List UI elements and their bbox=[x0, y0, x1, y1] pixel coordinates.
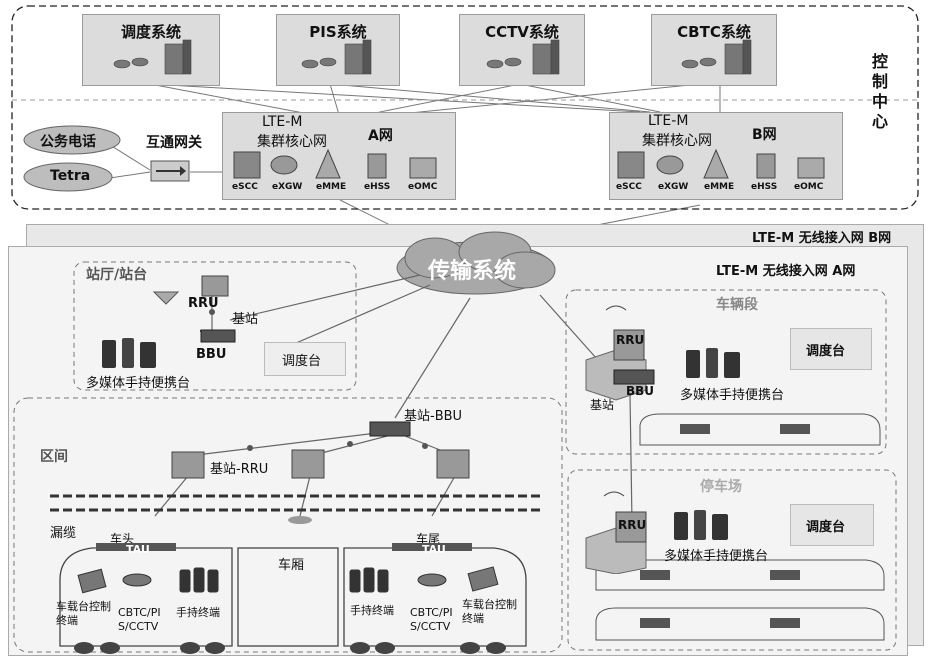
core-a-title-1: LTE-M bbox=[262, 114, 303, 130]
depot-title: 车辆段 bbox=[716, 297, 758, 313]
carriage-label: 车厢 bbox=[278, 558, 305, 573]
core-b-title-1: LTE-M bbox=[648, 113, 689, 129]
yard-handhelds: 多媒体手持便携台 bbox=[664, 549, 769, 564]
yard-title: 停车场 bbox=[700, 479, 742, 495]
tau-left-label: TAU bbox=[126, 543, 150, 556]
control-center-label: 控制中心 bbox=[872, 52, 889, 131]
cctv-system-box: CCTV系统 bbox=[459, 14, 585, 86]
depot-rru-icon bbox=[613, 329, 645, 361]
core-a-exgw: eXGW bbox=[272, 182, 303, 192]
leaky-cable-label: 漏缆 bbox=[50, 526, 77, 541]
cbtc-system-box: CBTC系统 bbox=[651, 14, 777, 86]
antenna-icon bbox=[152, 291, 180, 305]
core-a-title-2: 集群核心网 bbox=[257, 134, 327, 150]
section-bbu-label: 基站-BBU bbox=[404, 409, 463, 424]
cbtc-left: CBTC/PIS/CCTV bbox=[118, 606, 161, 633]
tau-right-label: TAU bbox=[422, 543, 446, 556]
access-net-a-label: LTE-M 无线接入网 A网 bbox=[716, 264, 856, 279]
bbu-icon bbox=[200, 329, 236, 343]
core-a-eomc: eOMC bbox=[408, 182, 438, 192]
transport-cloud bbox=[396, 231, 556, 295]
core-a-net-label: A网 bbox=[368, 128, 393, 144]
section-rru-label: 基站-RRU bbox=[210, 462, 269, 477]
section-bbu-icon bbox=[369, 421, 411, 437]
gateway-icon bbox=[150, 160, 190, 182]
station-hall-rru: RRU bbox=[188, 296, 219, 311]
pis-system-label: PIS系统 bbox=[309, 23, 367, 41]
station-hall-dispatch-label: 调度台 bbox=[282, 354, 322, 369]
yard-dispatch-box bbox=[790, 504, 874, 546]
station-hall-title: 站厅/站台 bbox=[86, 267, 148, 283]
core-b-emme: eMME bbox=[704, 182, 735, 192]
station-hall-bbu: BBU bbox=[196, 347, 227, 362]
yard-rru-icon bbox=[615, 511, 647, 543]
depot-base-station-label: 基站 bbox=[590, 398, 615, 412]
cbtc-system-label: CBTC系统 bbox=[677, 23, 751, 41]
yard-radio-icons bbox=[674, 510, 728, 540]
station-hall-handhelds: 多媒体手持便携台 bbox=[86, 376, 191, 391]
core-a-element-icons bbox=[233, 148, 437, 179]
section-title: 区间 bbox=[40, 449, 68, 465]
gateway-label: 互通网关 bbox=[146, 135, 202, 151]
depot-dispatch-box bbox=[790, 328, 872, 370]
station-hall-base-station: 基站 bbox=[232, 312, 259, 327]
core-a-emme: eMME bbox=[316, 182, 347, 192]
yard-rru: RRU bbox=[618, 518, 647, 532]
core-b-net-label: B网 bbox=[752, 127, 777, 143]
station-hall-dispatch-box bbox=[264, 342, 346, 376]
core-b-title-2: 集群核心网 bbox=[642, 133, 712, 149]
depot-bbu: BBU bbox=[626, 384, 655, 398]
tetra-label: Tetra bbox=[50, 168, 91, 184]
tau-right-icon bbox=[392, 543, 472, 551]
cbtc-right: CBTC/PIS/CCTV bbox=[410, 606, 453, 633]
transport-label: 传输系统 bbox=[428, 259, 517, 284]
core-a-ehss: eHSS bbox=[364, 182, 391, 192]
handheld-radio-icons bbox=[102, 338, 156, 368]
depot-rru: RRU bbox=[616, 333, 645, 347]
onboard-terminal-left-icon bbox=[77, 568, 107, 594]
dispatch-system-box: 调度系统 bbox=[82, 14, 220, 86]
onboard-terminal-right-icon bbox=[467, 566, 499, 592]
depot-handhelds: 多媒体手持便携台 bbox=[680, 388, 785, 403]
access-net-b-label: LTE-M 无线接入网 B网 bbox=[752, 231, 892, 246]
core-b-ehss: eHSS bbox=[751, 182, 778, 192]
external-networks bbox=[23, 125, 121, 192]
control-center-frame bbox=[11, 5, 919, 210]
car-head-label: 车头 bbox=[110, 532, 135, 546]
core-network-a-box bbox=[222, 112, 456, 200]
handheld-left: 手持终端 bbox=[176, 606, 220, 619]
depot-base-station bbox=[585, 305, 655, 401]
public-phone-label: 公务电话 bbox=[40, 134, 96, 150]
core-b-eomc: eOMC bbox=[794, 182, 824, 192]
core-b-exgw: eXGW bbox=[658, 182, 689, 192]
depot-dispatch-label: 调度台 bbox=[806, 344, 846, 359]
pis-system-box: PIS系统 bbox=[276, 14, 400, 86]
car-tail-label: 车尾 bbox=[416, 532, 441, 546]
handheld-right: 手持终端 bbox=[350, 604, 394, 617]
tau-left-icon bbox=[96, 543, 176, 551]
core-b-element-icons bbox=[617, 148, 825, 179]
onboard-terminal-right: 车载台控制终端 bbox=[462, 598, 517, 625]
yard-base-station bbox=[585, 491, 647, 574]
core-a-escc: eSCC bbox=[232, 182, 258, 192]
rru-icon bbox=[201, 275, 229, 297]
server-icon bbox=[113, 39, 752, 75]
depot-radio-icons bbox=[686, 348, 740, 378]
server-icons bbox=[113, 39, 752, 75]
yard-dispatch-label: 调度台 bbox=[806, 520, 846, 535]
core-network-b-box bbox=[609, 112, 843, 200]
onboard-terminal-left: 车载台控制终端 bbox=[56, 600, 111, 627]
depot-bbu-icon bbox=[613, 369, 655, 385]
core-b-escc: eSCC bbox=[616, 182, 642, 192]
dispatch-system-label: 调度系统 bbox=[120, 23, 181, 41]
cctv-system-label: CCTV系统 bbox=[485, 23, 559, 41]
